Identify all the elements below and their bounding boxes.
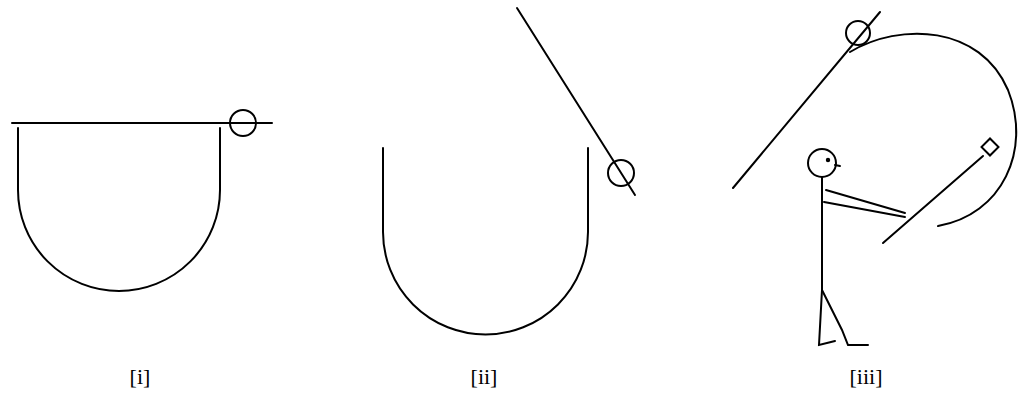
sketch-ii (383, 8, 635, 334)
stick-nose (835, 165, 840, 166)
figure-label: [ii] (471, 364, 498, 390)
handle (883, 156, 983, 243)
sketch-i (12, 110, 272, 291)
u-track (18, 128, 220, 291)
ball (846, 21, 870, 45)
u-track (383, 148, 588, 334)
stick-eye (827, 159, 829, 161)
stick-leg (822, 290, 868, 345)
ball (608, 160, 634, 186)
horizontal-rail (12, 122, 272, 124)
figure-label: [iii] (850, 364, 883, 390)
stick-arm (824, 202, 905, 217)
stick-head (808, 149, 836, 177)
sketch-iii (733, 12, 1016, 345)
inclined-rail (517, 8, 635, 195)
stick-body (821, 177, 823, 290)
figure-label: [i] (130, 364, 151, 390)
diamond-end (982, 139, 999, 156)
loop-track (850, 34, 1016, 226)
inclined-rail (733, 12, 880, 188)
ball (230, 110, 256, 136)
